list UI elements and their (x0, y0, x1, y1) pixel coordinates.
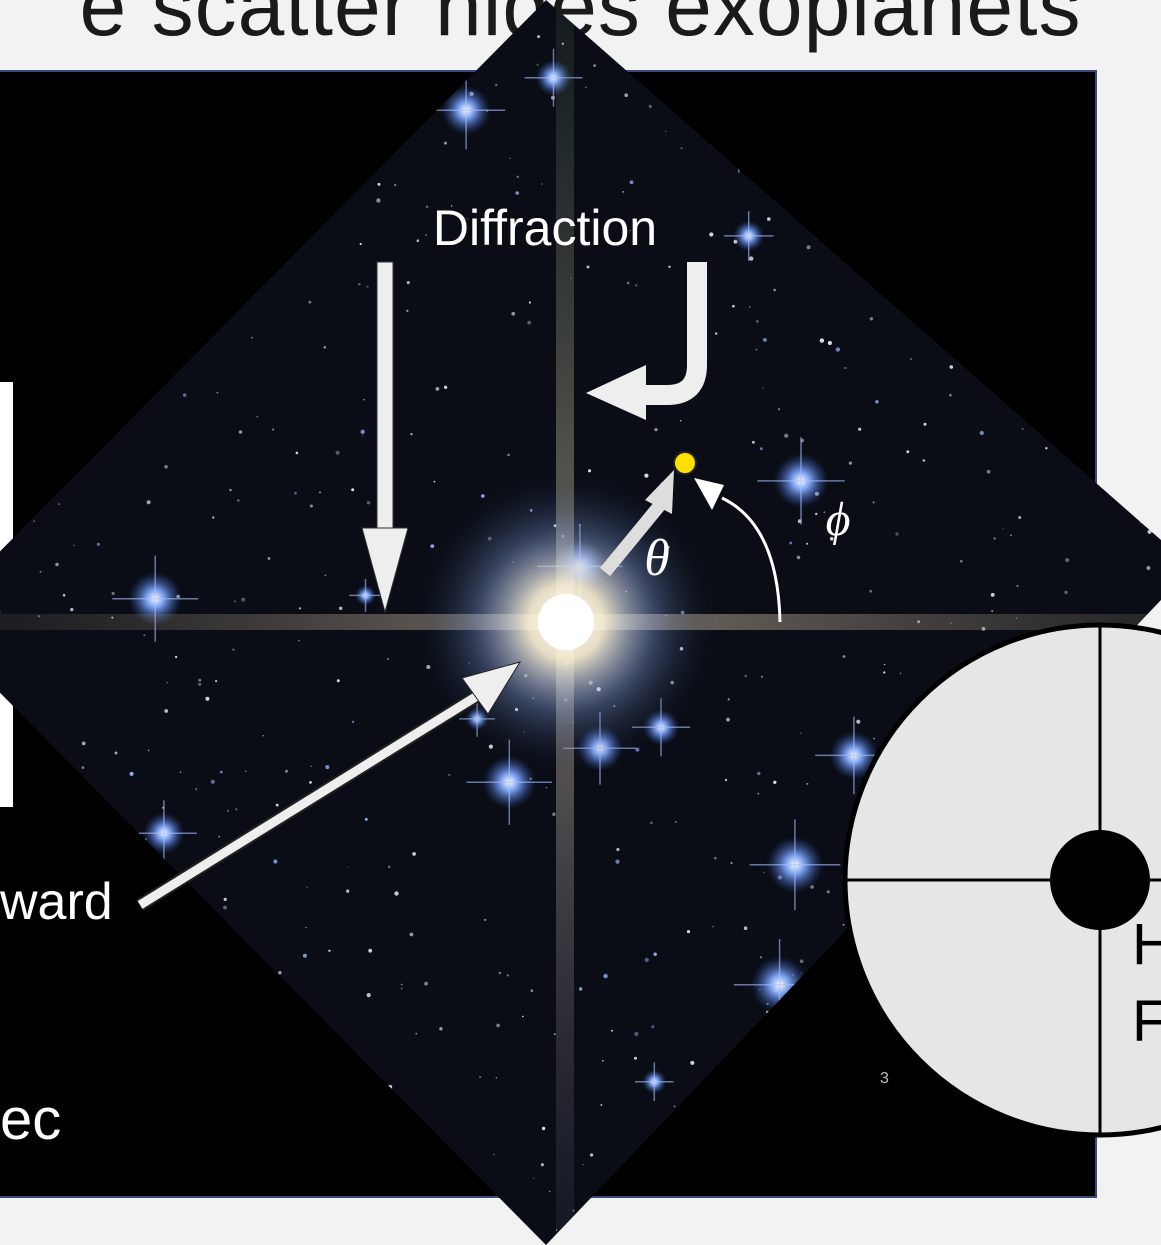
theta-label: θ (644, 530, 670, 587)
down-arrow (361, 261, 409, 614)
left-text-ward: ward (0, 873, 113, 931)
forward-arrow (136, 661, 522, 911)
phi-label: ϕ (826, 493, 851, 546)
edge-letter-f: F (1132, 989, 1161, 1054)
phi-arc-arrow (694, 478, 782, 623)
host-star (538, 594, 594, 650)
left-text-ec: ec (0, 1087, 62, 1152)
edge-letter-h: H (1132, 912, 1161, 977)
theta-arrow (599, 470, 674, 577)
diffraction-label: Diffraction (433, 200, 657, 256)
exoplanet-dot (673, 451, 697, 475)
coronagraph-mask (842, 622, 1161, 1138)
page-number: 3 (880, 1070, 889, 1087)
hook-arrow (586, 262, 707, 420)
